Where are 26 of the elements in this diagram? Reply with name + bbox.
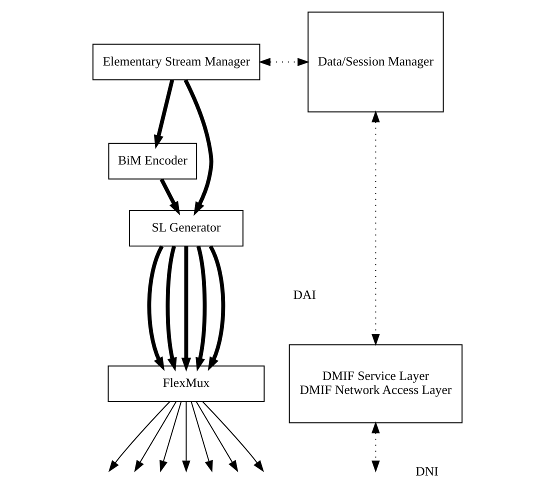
arrow <box>159 178 180 216</box>
arrow <box>371 110 380 346</box>
arrow <box>165 246 176 372</box>
arrow <box>202 401 264 472</box>
arrow <box>195 246 206 372</box>
arrow <box>207 245 225 371</box>
node-box: DMIF Service Layer DMIF Network Access Layer <box>288 344 462 424</box>
arrow <box>159 401 182 472</box>
arrow <box>258 58 309 66</box>
node-box: BiM Encoder <box>108 142 197 180</box>
arrow <box>183 79 213 216</box>
arrow <box>371 421 380 472</box>
arrow <box>190 401 212 472</box>
arrow <box>180 246 191 372</box>
arrow <box>153 79 174 149</box>
label: DNI <box>415 464 438 478</box>
node-box: FlexMux <box>107 365 264 402</box>
label: DAI <box>292 288 316 302</box>
arrow <box>134 401 176 472</box>
arrow <box>108 401 170 472</box>
arrow <box>182 401 190 472</box>
node-box: SL Generator <box>128 210 243 247</box>
arrow <box>146 245 164 371</box>
node-box: Elementary Stream Manager <box>92 44 260 80</box>
arrow <box>195 401 238 472</box>
node-box: Data/Session Manager <box>307 12 444 112</box>
